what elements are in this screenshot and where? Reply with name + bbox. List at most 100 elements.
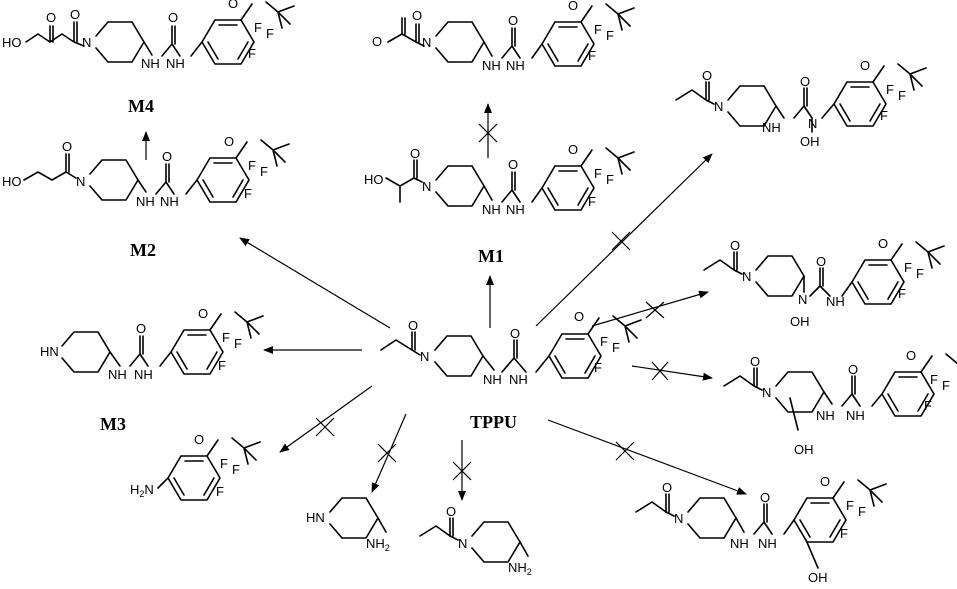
m3-structure: HN NH O NH O F F F M3 (40, 306, 264, 434)
blocked-mark-phenyl-oh (615, 441, 635, 461)
poh-atom-n: N (762, 385, 771, 400)
reaction-arrows (142, 103, 747, 501)
nph-atom-f2: F (916, 266, 924, 281)
m1-atom-o2: O (508, 157, 518, 172)
blocked-mark-propionyl (452, 461, 472, 481)
blocked-mark-m1 (478, 123, 498, 143)
poh-atom-nh2: NH (846, 408, 865, 423)
pyr-atom-o2: O (412, 8, 422, 23)
arrow-tppu-to-piperidine-oh (631, 365, 713, 381)
m3-atom-nh2: NH (134, 367, 153, 382)
poh2-atom-nh1: NH (730, 536, 749, 551)
aminopip-atom-nh2: NH2 (366, 536, 390, 553)
aniline-structure: H2N O F F F (130, 432, 261, 501)
m2-atom-n: N (76, 174, 85, 189)
poh-atom-o2: O (848, 362, 858, 377)
nhy-atom-n2: N (808, 116, 817, 131)
m4-atom-f1: F (254, 20, 262, 35)
m3-atom-o2: O (198, 306, 208, 321)
arrow-tppu-to-aniline (279, 385, 373, 453)
poh2-atom-o1: O (662, 480, 672, 495)
n-prime-hydroxy-structure: O N N OH O NH O F F F (703, 236, 945, 329)
m2-structure: HO O N NH O NH O F F F M2 (2, 134, 290, 260)
aniline-atom-f3: F (216, 484, 224, 499)
m4-structure: HO O O N NH O NH O F F F M4 (2, 0, 295, 116)
pyr-atom-o3: O (508, 13, 518, 28)
m4-atom-o2: O (70, 7, 80, 22)
poh-atom-o3: O (906, 348, 916, 363)
label-tppu: TPPU (470, 412, 517, 432)
m2-atom-f3: F (244, 186, 252, 201)
propionyl-aminopiperidine-structure: N O NH2 (419, 504, 532, 577)
nhy-atom-o2: O (800, 74, 810, 89)
poh2-atom-f1: F (846, 498, 854, 513)
blocked-mark-piperidine-oh (651, 361, 669, 381)
m1-atom-o1: O (410, 146, 420, 161)
poh-atom-f1: F (930, 372, 938, 387)
blocked-mark-aminopiperidine (377, 443, 397, 463)
m2-atom-o3: O (224, 134, 234, 149)
arrow-tppu-to-phenyl-oh (547, 419, 747, 495)
tppu-atom-f3: F (594, 360, 602, 375)
pyr-atom-f3: F (588, 48, 596, 63)
nhy-atom-nh: NH (762, 120, 781, 135)
pyr-atom-nh1: NH (482, 58, 501, 73)
pyr-atom-f2: F (606, 28, 614, 43)
aniline-atom-h2n: H2N (130, 482, 154, 499)
arrow-tppu-to-m2 (239, 237, 391, 329)
phenyl-oh-structure: O N NH O NH OH O F F F (635, 474, 887, 585)
m1-atom-ho: HO (364, 172, 384, 187)
m1-atom-f2: F (606, 172, 614, 187)
arrow-tppu-to-n-prime (591, 290, 709, 327)
ppa-atom-n: N (458, 536, 467, 551)
m4-atom-o4: O (228, 0, 238, 11)
nhy-atom-oh: OH (800, 134, 820, 149)
nhy-atom-o3: O (860, 58, 870, 73)
label-m2: M2 (130, 240, 156, 260)
tppu-atom-f1: F (600, 334, 608, 349)
tppu-atom-o3: O (574, 309, 584, 324)
m2-atom-nh2: NH (160, 194, 179, 209)
m1-atom-nh2: NH (506, 202, 525, 217)
m4-atom-f3: F (248, 46, 256, 61)
m4-atom-ho: HO (2, 35, 22, 50)
poh2-atom-f3: F (840, 526, 848, 541)
m4-atom-n: N (82, 35, 91, 50)
m1-structure: HO O N NH O NH O F F F M1 (364, 142, 635, 266)
poh-atom-oh: OH (794, 442, 814, 457)
tppu-atom-n: N (420, 349, 429, 364)
nph-atom-n2: N (798, 292, 807, 307)
poh2-atom-n: N (674, 511, 683, 526)
n-hydroxy-structure: O N NH O N OH O F F F (675, 58, 927, 149)
m1-atom-f1: F (594, 166, 602, 181)
m3-atom-hn: HN (40, 344, 59, 359)
arrow-tppu-to-aminopiperidine (371, 413, 407, 493)
m2-atom-nh1: NH (136, 194, 155, 209)
m4-atom-o1: O (46, 10, 56, 25)
pyruvoyl-structure: O O N NH O NH O F F F (372, 0, 635, 73)
m2-atom-ho: HO (2, 174, 22, 189)
m4-atom-nh1: NH (141, 56, 160, 71)
blocked-mark-aniline (315, 417, 335, 437)
m4-atom-f2: F (266, 26, 274, 41)
pyr-atom-o4: O (568, 0, 578, 13)
poh2-atom-o3: O (820, 474, 830, 489)
label-m4: M4 (128, 96, 154, 116)
m3-atom-o1: O (136, 321, 146, 336)
tppu-atom-f2: F (612, 340, 620, 355)
aminopip-atom-hn: HN (306, 510, 325, 525)
tppu-atom-nh1: NH (483, 372, 502, 387)
poh2-atom-oh: OH (808, 570, 828, 585)
nph-atom-f3: F (898, 286, 906, 301)
nph-atom-o3: O (878, 236, 888, 251)
blocked-mark-n-prime (645, 301, 665, 319)
nhy-atom-f3: F (880, 108, 888, 123)
label-m1: M1 (478, 246, 504, 266)
nph-atom-nh: NH (826, 294, 845, 309)
m1-atom-nh1: NH (482, 202, 501, 217)
tppu-atom-nh2: NH (509, 372, 528, 387)
arrow-tppu-to-n-hydroxy (535, 153, 713, 327)
tppu-atom-o2: O (510, 326, 520, 341)
m3-atom-nh1: NH (108, 367, 127, 382)
